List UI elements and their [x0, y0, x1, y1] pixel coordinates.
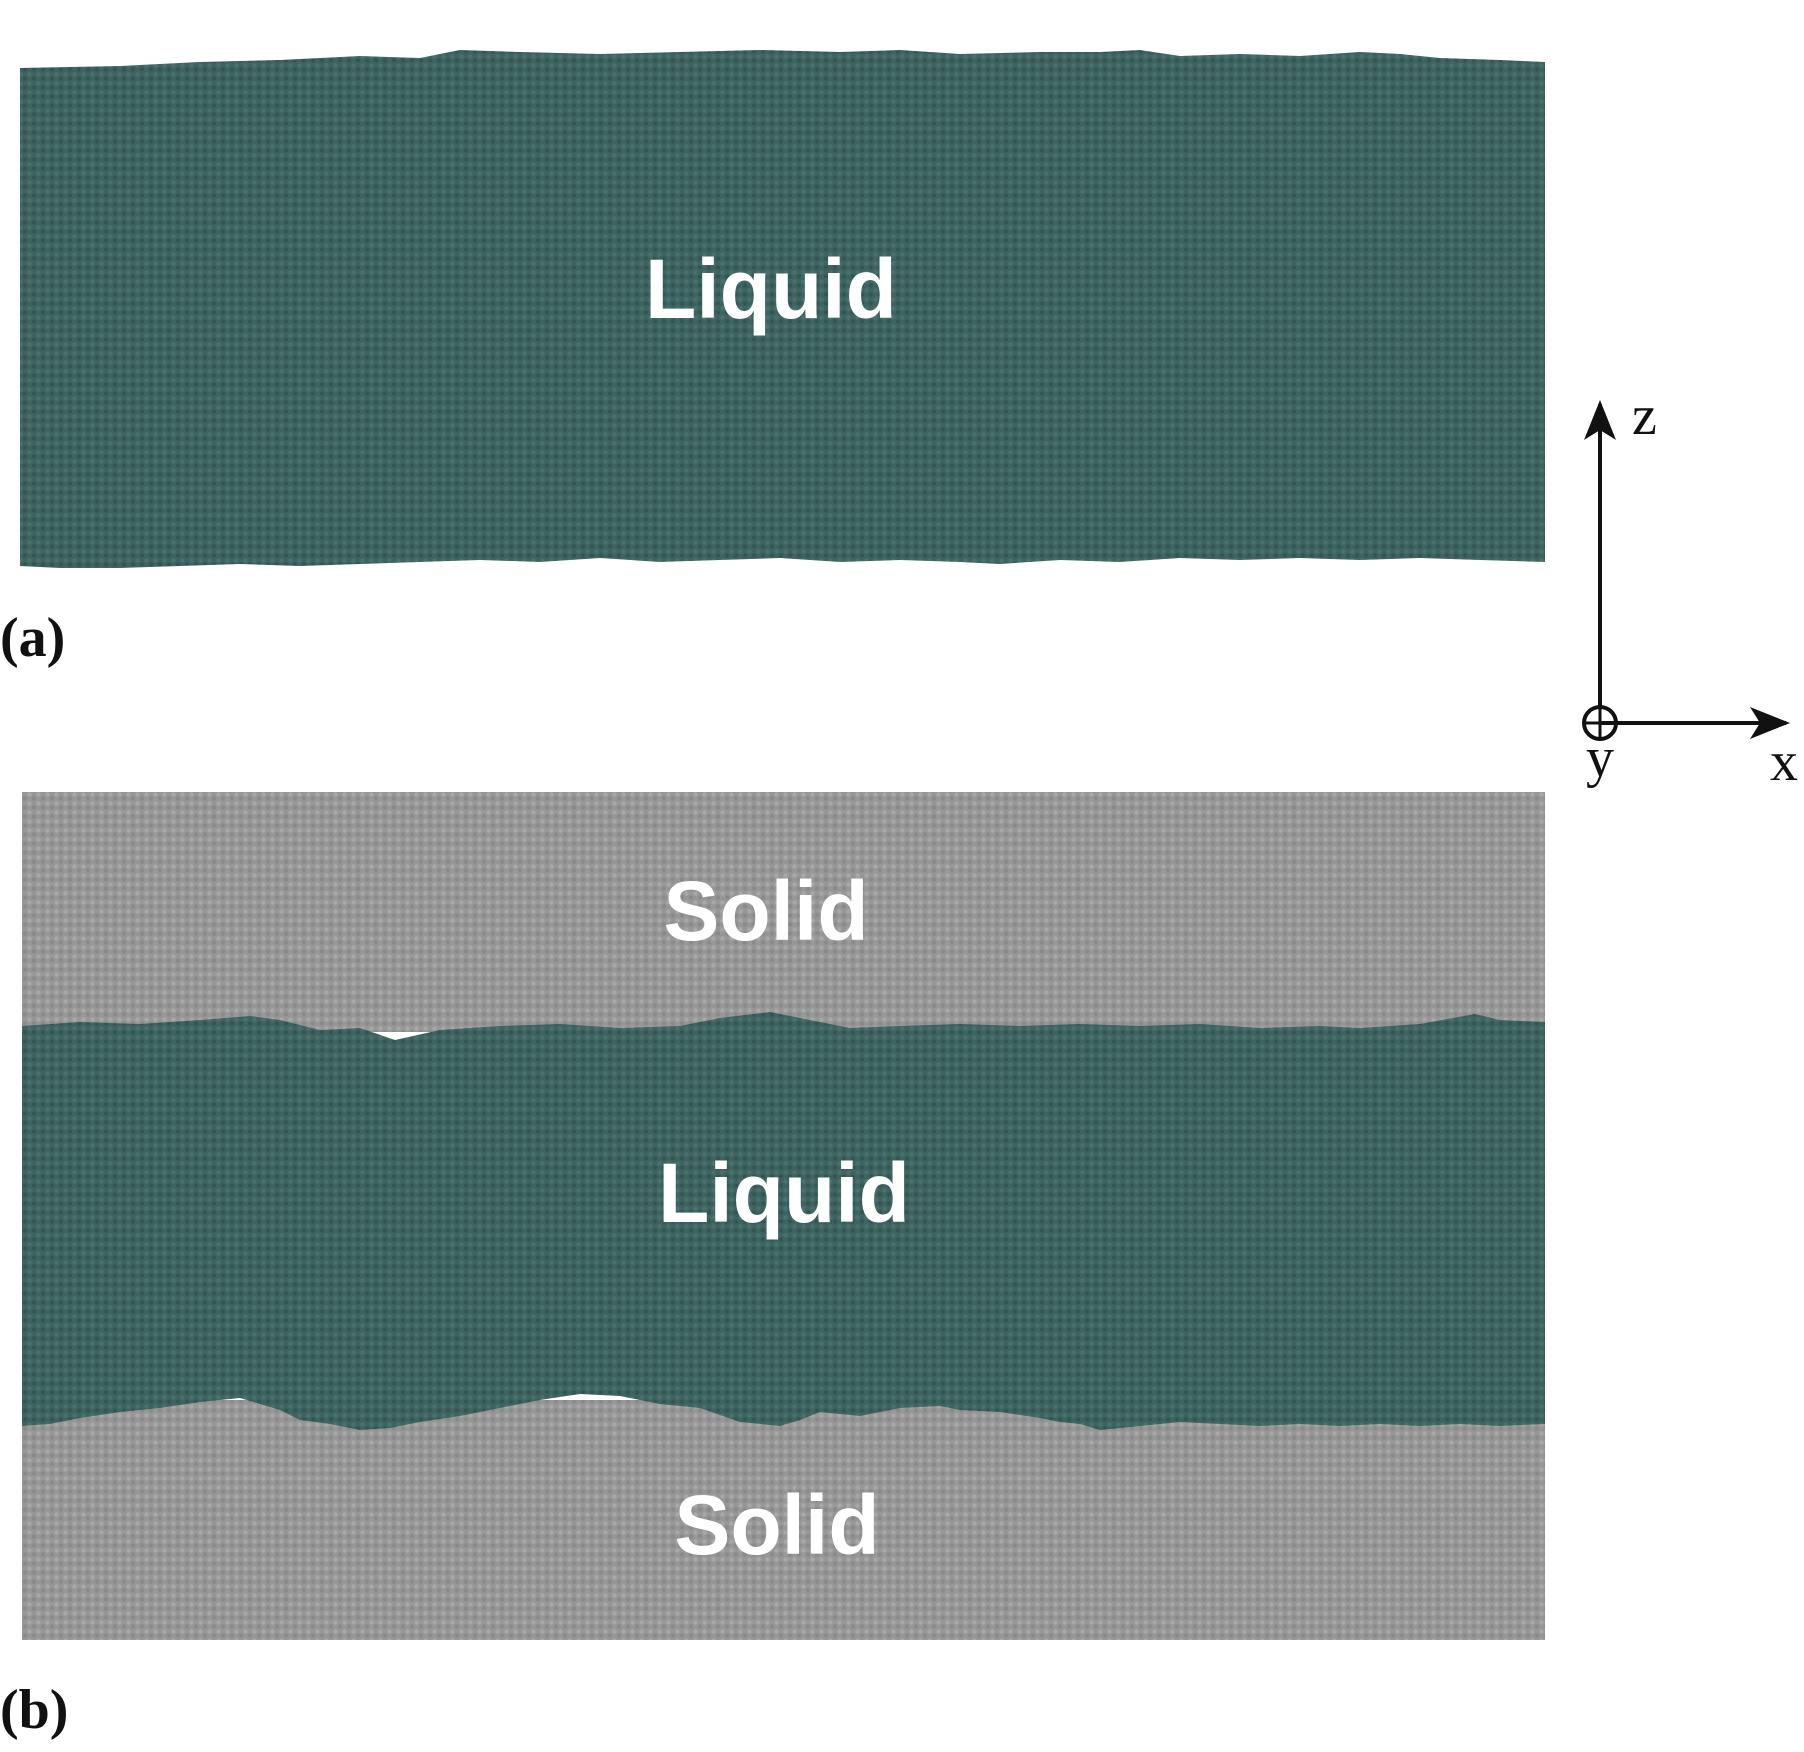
panel-b-label: (b) [0, 1679, 68, 1741]
panel-b-solid-top [22, 792, 1545, 1032]
panel-b-liquid-layer [22, 1012, 1545, 1430]
panel-b: Solid Liquid Solid (b) [0, 792, 1545, 1741]
panel-a-label: (a) [0, 607, 65, 669]
panel-a-liquid-label: Liquid [645, 242, 897, 336]
panel-b-solid-top-label: Solid [663, 864, 868, 958]
panel-b-liquid-label: Liquid [658, 1146, 910, 1240]
panel-b-solid-bottom-label: Solid [674, 1478, 879, 1572]
x-axis-label: x [1770, 731, 1798, 793]
z-axis-label: z [1632, 385, 1657, 447]
coordinate-axes: z x y [1582, 385, 1798, 793]
panel-b-solid-bottom [22, 1400, 1545, 1640]
y-axis-into-page-icon [1582, 705, 1618, 741]
panel-a-liquid-slab [20, 50, 1545, 568]
y-axis-label: y [1586, 727, 1614, 789]
panel-a: Liquid (a) [0, 50, 1545, 669]
